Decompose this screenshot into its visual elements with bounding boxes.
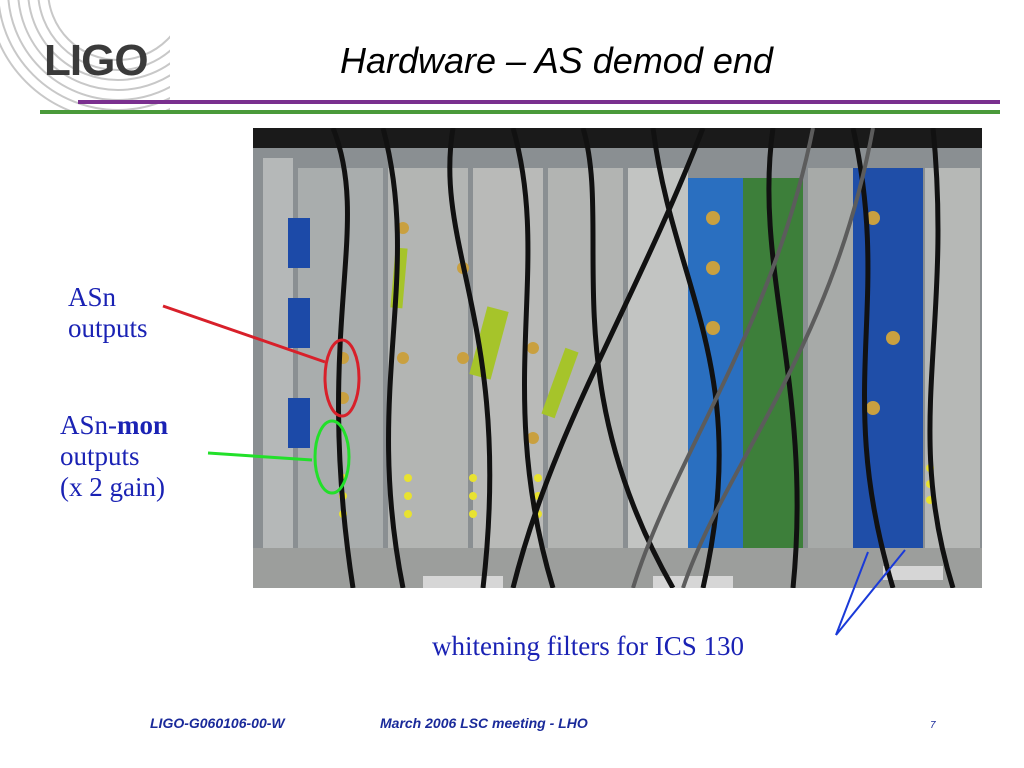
footer-meeting: March 2006 LSC meeting - LHO	[380, 715, 588, 731]
footer-doc-id: LIGO-G060106-00-W	[150, 715, 285, 731]
asnmon-label-line3: (x 2 gain)	[60, 472, 165, 502]
page-number: 7	[930, 720, 936, 731]
header-rule-purple	[78, 100, 1000, 104]
header-rule-green	[40, 110, 1000, 114]
asnmon-bold: mon	[117, 410, 169, 440]
asn-label-line2: outputs	[68, 313, 148, 343]
ligo-logo: LIGO	[44, 36, 149, 85]
asnmon-label-line2: outputs	[60, 441, 140, 471]
asn-outputs-label: ASn outputs	[68, 282, 148, 344]
hardware-photo-illustration	[253, 128, 982, 588]
asnmon-outputs-label: ASn-mon outputs (x 2 gain)	[60, 410, 168, 503]
hardware-photo	[253, 128, 982, 588]
asnmon-prefix: ASn-	[60, 410, 118, 440]
whitening-filters-label: whitening filters for ICS 130	[432, 631, 744, 661]
asn-label-line1: ASn	[68, 282, 117, 312]
slide-title: Hardware – AS demod end	[340, 40, 773, 81]
asnmon-label-line1: ASn-mon	[60, 410, 168, 441]
